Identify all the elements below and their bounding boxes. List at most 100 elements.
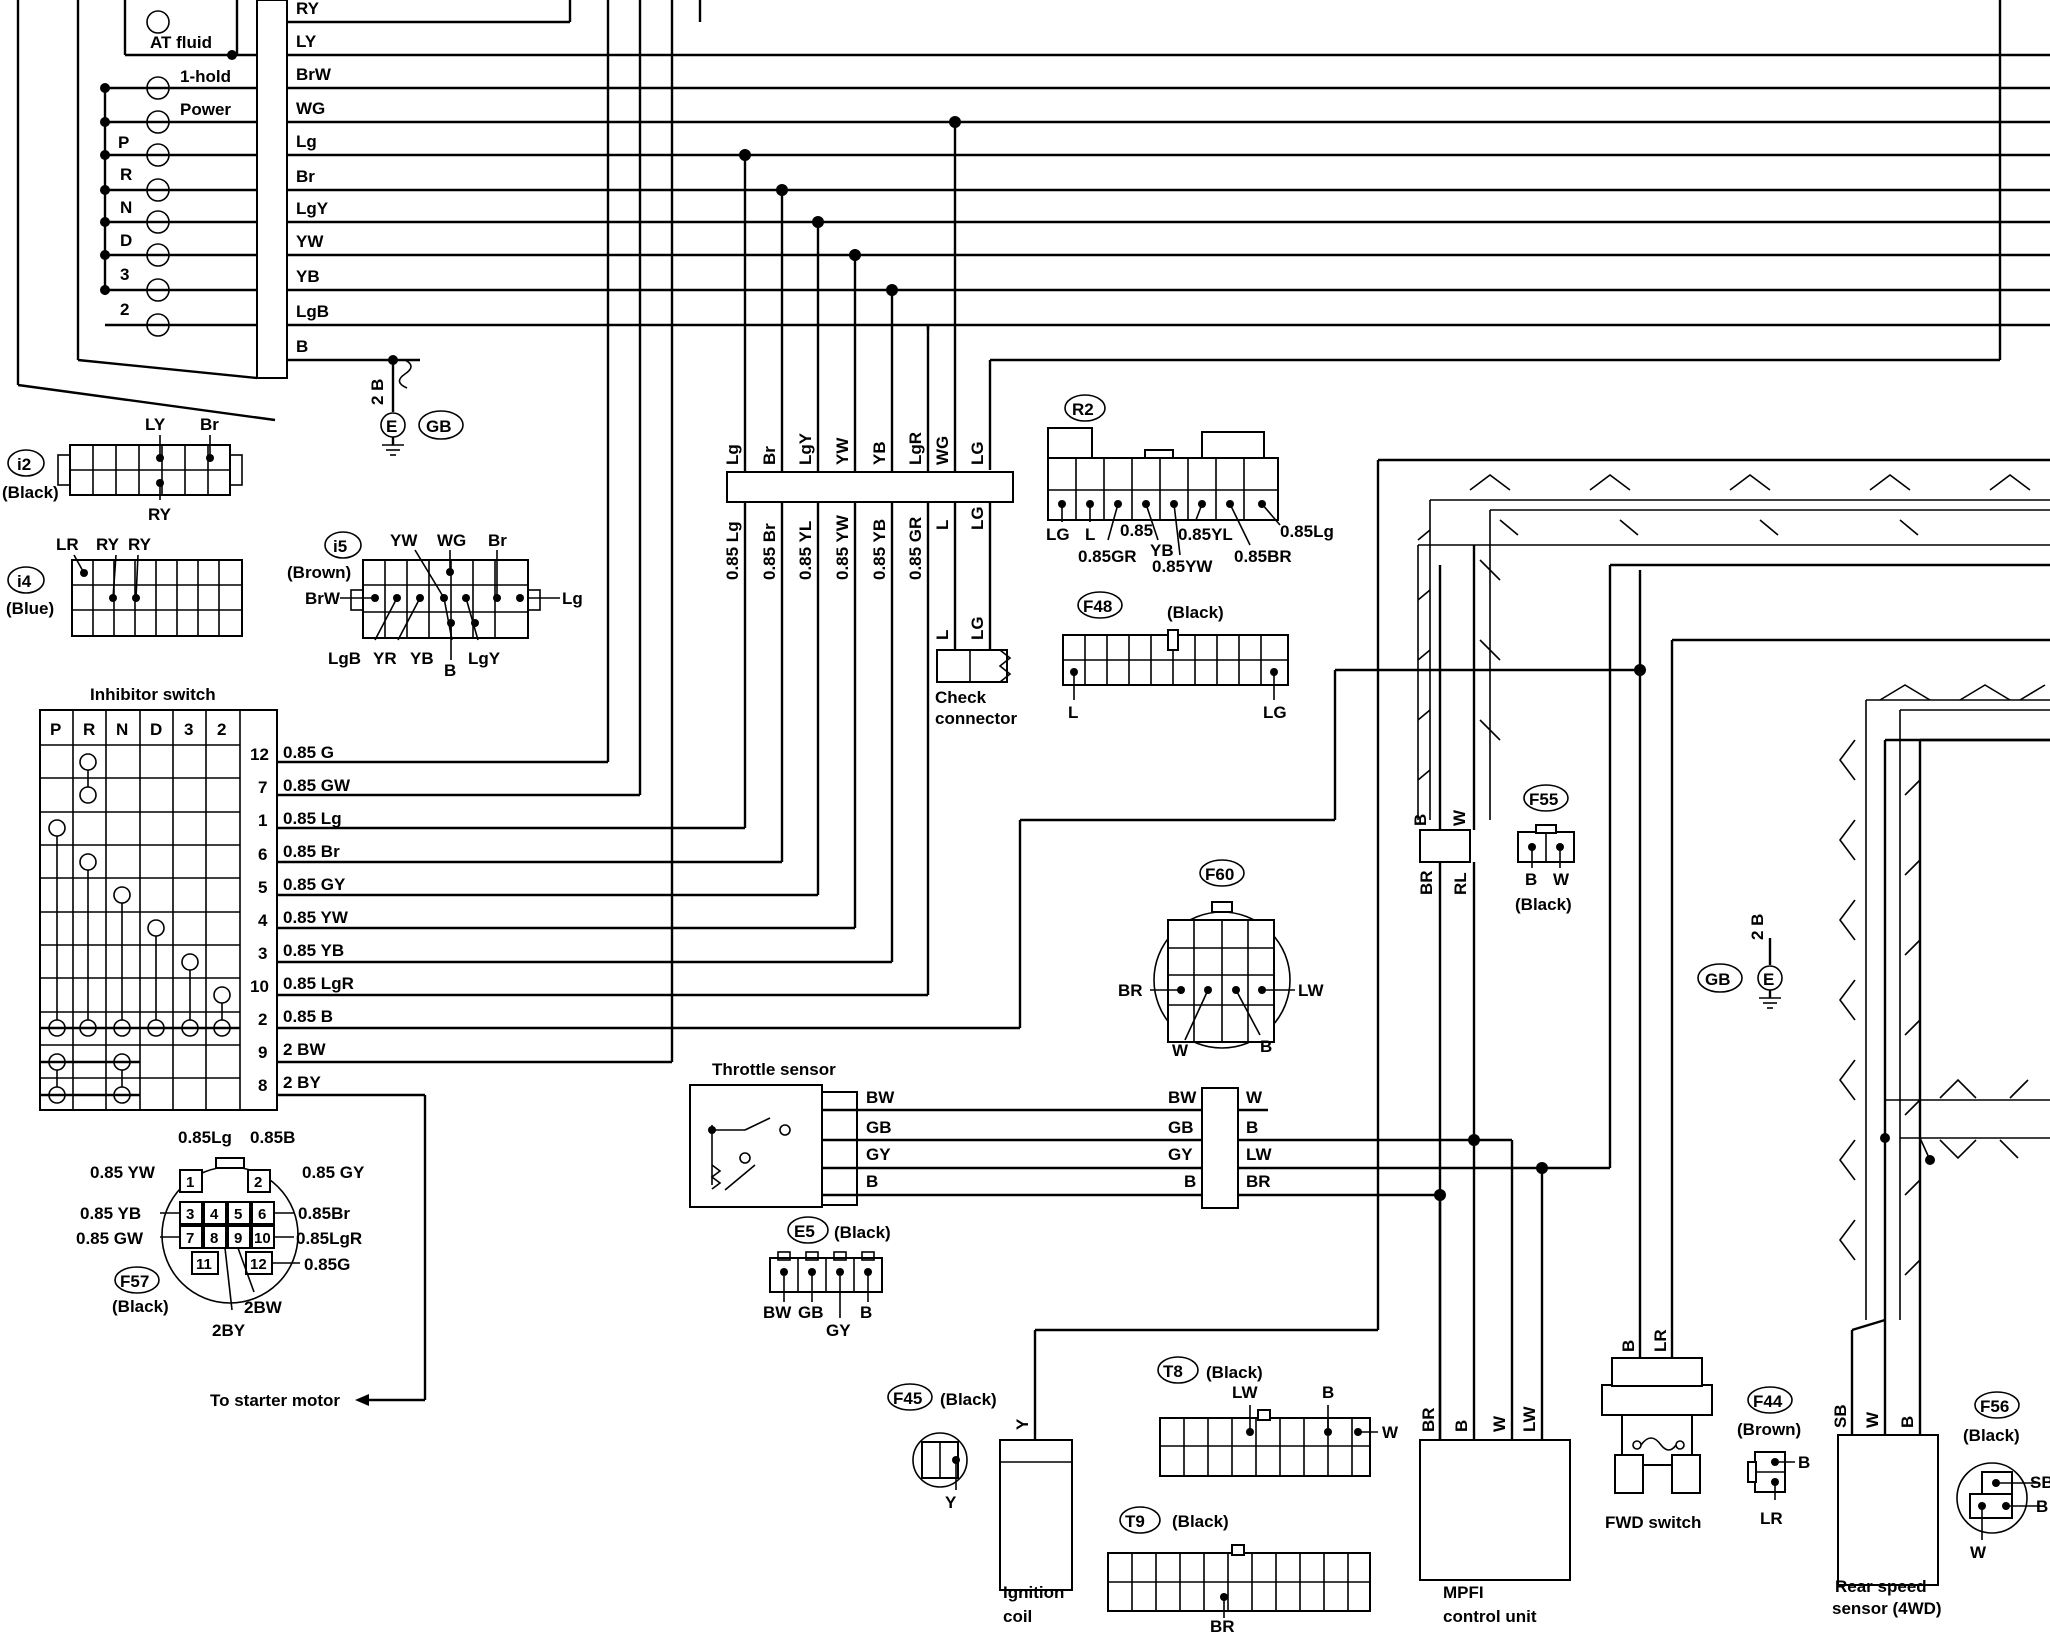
terminal-wire: 0.85 YW: [283, 908, 349, 927]
wire-label-lgy: LgY: [296, 199, 329, 218]
f57-pin: 4: [210, 1206, 219, 1223]
terminal-wire: 0.85 Lg: [283, 809, 342, 828]
r2-pin-085gr: 0.85GR: [1078, 547, 1137, 566]
wire-label-ly: LY: [296, 32, 317, 51]
terminal-wire: 0.85 YB: [283, 941, 344, 960]
f56-pin-w: W: [1970, 1543, 1987, 1562]
f57-label-by: 2BY: [212, 1321, 246, 1340]
throttle-wire-gy-r: GY: [1168, 1145, 1193, 1164]
f57-label-yb: 0.85 YB: [80, 1204, 141, 1223]
check-pin-lg: LG: [968, 616, 987, 640]
connector-f44: [1747, 1451, 1795, 1500]
f57-pin-numbers: 1 2 3 4 5 6 7 8 9 10 11 12: [186, 1174, 271, 1273]
connector-e5: [769, 1251, 883, 1318]
ground-right: [1757, 938, 1783, 1009]
f55-pin-b: B: [1525, 870, 1537, 889]
f57-label-gw: 0.85 GW: [76, 1229, 144, 1248]
f57-label-br: 0.85Br: [298, 1204, 350, 1223]
ignition-coil: [999, 458, 2050, 1591]
connector-r2-code: R2: [1072, 400, 1094, 419]
jb-gr: 0.85 GR: [906, 517, 925, 580]
f60-pin-br: BR: [1118, 981, 1143, 1000]
ground-right-wire: 2 B: [1748, 914, 1767, 940]
row-label-1-hold: 1-hold: [180, 67, 231, 86]
connector-i5-code: i5: [333, 537, 347, 556]
t8-pin-lw: LW: [1232, 1383, 1258, 1402]
fwd-switch: [1601, 570, 2050, 1494]
wire-label-br: Br: [296, 167, 315, 186]
throttle-sensor: [689, 1084, 1610, 1209]
t8-pin-w: W: [1382, 1423, 1399, 1442]
wire-label-b: B: [296, 337, 308, 356]
connector-t8: [1159, 1405, 1378, 1477]
mpfi-top-b: B: [1411, 814, 1430, 826]
f57-pin: 6: [258, 1206, 266, 1223]
e5-pin-b: B: [860, 1303, 872, 1322]
f57-pin: 3: [186, 1206, 194, 1223]
rear-label-1: Rear speed: [1835, 1577, 1927, 1596]
i5-pin-brw: BrW: [305, 589, 341, 608]
inhibitor-col-r: R: [83, 720, 95, 739]
row-label-3: 3: [120, 265, 129, 284]
connector-e5-code: E5: [794, 1222, 815, 1241]
wire-label-yw: YW: [296, 232, 324, 251]
i5-pin-yw: YW: [390, 531, 418, 550]
i4-pin-ry2: RY: [128, 535, 152, 554]
f57-label-g: 0.85G: [304, 1255, 350, 1274]
i5-pin-lgb: LgB: [328, 649, 361, 668]
connector-f45-color: (Black): [940, 1390, 997, 1409]
mpfi-pin-w: W: [1490, 1415, 1509, 1432]
mpfi-label-2: control unit: [1443, 1607, 1537, 1626]
inhibitor-wires: [277, 0, 1640, 1406]
check-label-2: connector: [935, 709, 1018, 728]
i2-pin-ly: LY: [145, 415, 166, 434]
r2-pin-085yw: 0.85YW: [1152, 557, 1213, 576]
f57-pin: 8: [210, 1230, 218, 1247]
shielded-cable: [1417, 474, 2050, 820]
ground-top: [380, 355, 412, 456]
f56-pin-sb: SB: [2030, 1473, 2050, 1492]
connector-t9: [1107, 1544, 1371, 1618]
r2-pin-lg: LG: [1046, 525, 1070, 544]
terminal-num: 2: [258, 1010, 267, 1029]
connector-f44-code: F44: [1753, 1392, 1783, 1411]
connector-f57: [160, 1157, 300, 1311]
connector-f44-color: (Brown): [1737, 1420, 1801, 1439]
rear-pin-b: B: [1898, 1416, 1917, 1428]
r2-pin-085yl: 0.85YL: [1178, 525, 1233, 544]
connector-t9-code: T9: [1125, 1512, 1145, 1531]
ignition-label-2: coil: [1003, 1607, 1032, 1626]
terminal-num: 10: [250, 977, 269, 996]
fwd-pin-b: B: [1619, 1340, 1638, 1352]
jt-yw: YW: [833, 437, 852, 465]
ignition-label-1: Ignition: [1003, 1583, 1064, 1602]
f57-label-yw: 0.85 YW: [90, 1163, 156, 1182]
junction-connector: [698, 0, 1014, 650]
connector-f45-code: F45: [893, 1389, 922, 1408]
f57-pin: 12: [250, 1256, 267, 1273]
terminal-num: 9: [258, 1043, 267, 1062]
inhibitor-col-d: D: [150, 720, 162, 739]
throttle-wire-gb-r: GB: [1168, 1118, 1194, 1137]
connector-i5-color: (Brown): [287, 563, 351, 582]
terminal-num: 7: [258, 778, 267, 797]
connector-f55-color: (Black): [1515, 895, 1572, 914]
r2-pin-085br: 0.85BR: [1234, 547, 1292, 566]
jb-lg2: LG: [968, 506, 987, 530]
ground-symbol-e: E: [386, 417, 397, 436]
jb-br: 0.85 Br: [760, 523, 779, 580]
jt-lgr: LgR: [906, 432, 925, 465]
jt-lg2: LG: [968, 441, 987, 465]
i5-pin-yb: YB: [410, 649, 434, 668]
ground-code: GB: [426, 417, 452, 436]
row-label-d: D: [120, 231, 132, 250]
f44-pin-b: B: [1798, 1453, 1810, 1472]
r2-pin-085: 0.85: [1120, 521, 1153, 540]
terminal-wire: 0.85 GW: [283, 776, 351, 795]
f45-pin-y: Y: [945, 1493, 957, 1512]
check-connector: [936, 649, 1012, 683]
connector-f56: [1956, 1462, 2040, 1540]
terminal-wire: 0.85 G: [283, 743, 334, 762]
mpfi-top-w: W: [1450, 809, 1469, 826]
fwd-pin-lr: LR: [1651, 1329, 1670, 1352]
